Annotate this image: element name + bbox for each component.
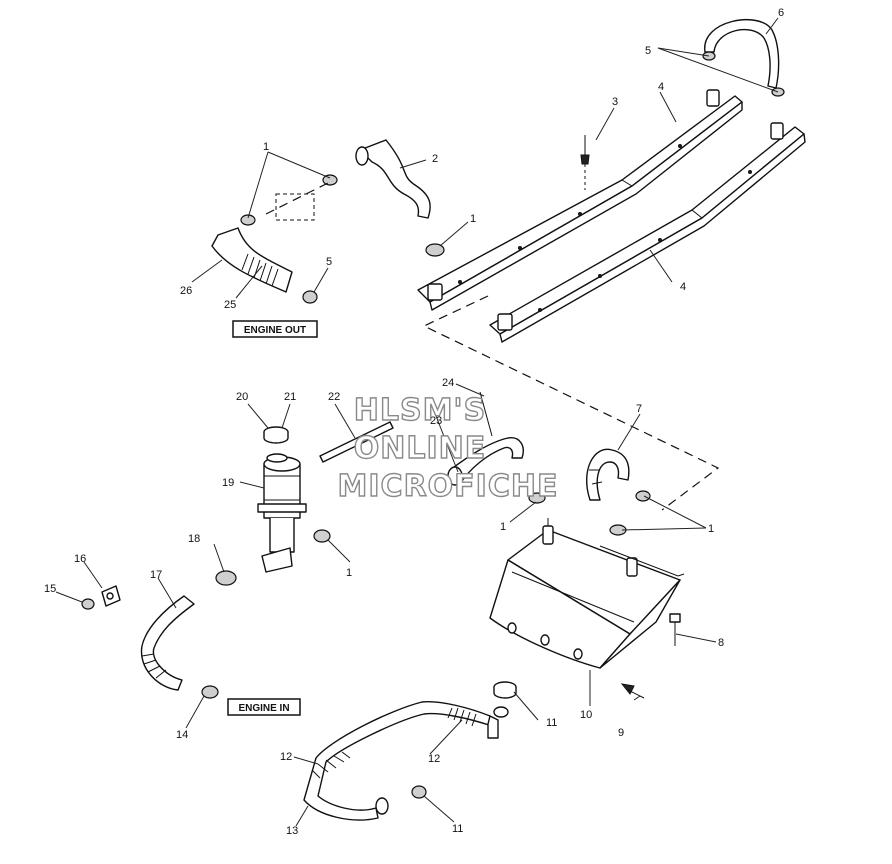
callout-4: 4 [658,81,664,93]
callout-1: 1 [500,521,506,533]
clamp-1-upper[interactable] [425,243,445,257]
callout-1: 1 [263,141,269,153]
heat-exchanger-lower[interactable] [489,122,806,343]
watermark-line-3: MICROFICHE [338,469,559,504]
hose-23[interactable] [447,437,524,486]
engine-out-label: ENGINE OUT [244,325,306,336]
callout-17: 17 [150,569,162,581]
tank-10[interactable] [489,518,685,669]
hose-6[interactable] [704,18,780,89]
hose-17[interactable] [140,595,195,691]
washer-15[interactable] [81,598,95,610]
clamp-18[interactable] [215,570,237,586]
watermark-line-1: HLSM'S [354,393,486,428]
tube-22[interactable] [319,421,394,463]
callout-8: 8 [718,637,724,649]
engine-in-tag: ENGINE IN [227,698,301,716]
callout-23: 23 [430,415,442,427]
engine-out-tag: ENGINE OUT [232,320,318,338]
clamp-1-hose-23[interactable] [528,492,546,504]
bracket-16[interactable] [101,585,121,607]
fitting-dashed [265,181,331,221]
callout-1: 1 [708,523,714,535]
callout-18: 18 [188,533,200,545]
watermark: HLSM'S ONLINE MICROFICHE [337,392,559,504]
hose-12-right-coil[interactable] [447,707,477,727]
callout-5: 5 [326,256,332,268]
callout-12: 12 [280,751,292,763]
clamp-1-hose-2[interactable] [322,174,338,186]
callout-1: 1 [346,567,352,579]
hose-13[interactable] [303,700,509,821]
callout-20: 20 [236,391,248,403]
hose-7[interactable] [585,448,630,501]
callout-3: 3 [612,96,618,108]
callout-11: 11 [546,717,557,729]
callout-26: 26 [180,285,192,297]
callout-9: 9 [618,727,624,739]
callout-21: 21 [284,391,296,403]
callout-24: 24 [442,377,454,389]
callout-22: 22 [328,391,340,403]
callout-1: 1 [470,213,476,225]
heat-exchanger-upper[interactable] [417,89,743,311]
callout-13: 13 [286,825,298,837]
hose-26[interactable] [211,227,293,293]
callout-14: 14 [176,729,188,741]
clamp-1-hose-7-right[interactable] [635,490,651,502]
callout-6: 6 [778,7,784,19]
callout-12: 12 [428,753,440,765]
hose-2[interactable] [355,139,431,219]
callout-5: 5 [645,45,651,57]
callout-11: 11 [452,823,463,835]
reservoir-19[interactable] [257,453,307,573]
clamp-1-hose-26[interactable] [240,214,256,226]
leader-lines [55,17,779,827]
callout-15: 15 [44,583,56,595]
callout-25: 25 [224,299,236,311]
callout-10: 10 [580,709,592,721]
callout-4: 4 [680,281,686,293]
screw-3[interactable] [580,135,590,190]
screw-9[interactable] [620,683,645,699]
engine-in-label: ENGINE IN [238,703,289,714]
callout-2: 2 [432,153,438,165]
clamp-5-engine-out[interactable] [302,290,318,304]
callout-7: 7 [636,403,642,415]
pin-24[interactable] [479,391,493,437]
watermark-line-2: ONLINE [354,431,487,466]
callouts: 1 2 1 3 4 5 6 4 5 26 25 20 21 22 24 23 1… [44,7,784,837]
clamp-14[interactable] [201,685,219,699]
rivet-8[interactable] [669,613,681,646]
callout-16: 16 [74,553,86,565]
callout-19: 19 [222,477,234,489]
clamp-1-reservoir[interactable] [313,529,331,543]
hose-12-left-coil[interactable] [311,751,351,779]
cap-21[interactable] [263,426,289,444]
cap-11-upper[interactable] [493,681,517,699]
cap-11-lower[interactable] [411,785,427,799]
